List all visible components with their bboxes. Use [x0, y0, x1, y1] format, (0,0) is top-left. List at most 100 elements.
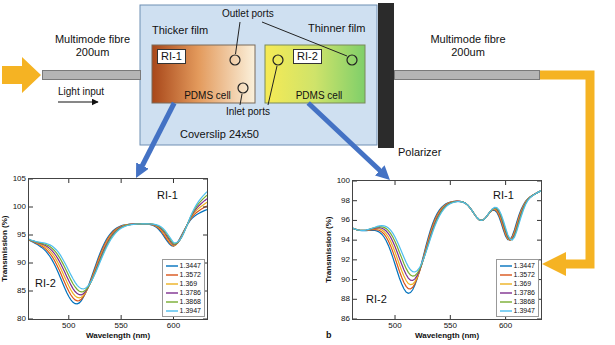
legend-line: [166, 310, 178, 311]
cell-label: PDMS cell: [265, 90, 373, 102]
tick-mark: [395, 181, 396, 185]
spectrum-curve: [29, 210, 207, 304]
ri-label: RI-1: [157, 49, 186, 64]
legend-row: 1.3947: [166, 306, 201, 315]
connector-arrow: [141, 103, 174, 168]
tick-label: 90: [17, 258, 26, 267]
fibre: Multimode fibre 200um: [394, 70, 540, 80]
legend-sample: [500, 290, 512, 296]
legend-text: 1.3447: [514, 262, 535, 269]
tick-label: 92: [341, 255, 350, 264]
panel-title: Coverslip 24x50: [180, 128, 259, 141]
tick-mark: [29, 179, 33, 180]
light-direction-arrow: [58, 101, 98, 102]
tick-label: 98: [341, 196, 350, 205]
coverslip-panel: Coverslip 24x50 Thicker filmRI-1PDMS cell…: [140, 5, 377, 145]
legend-sample: [500, 263, 512, 269]
tick-label: 100: [337, 176, 350, 185]
tick-label: 500: [375, 321, 415, 330]
polarizer-label: Polarizer: [398, 146, 441, 159]
tick-mark: [537, 240, 541, 241]
cell-label: PDMS cell: [152, 90, 263, 102]
film-label: Thicker film: [152, 24, 208, 37]
tick-mark: [450, 181, 451, 185]
chart-legend: 1.3447 1.3572 1.369 1.3786 1.3868 1.3947: [496, 259, 539, 317]
tick-label: 550: [101, 321, 141, 330]
input-label: Light input: [58, 86, 104, 98]
tick-mark: [395, 315, 396, 319]
tick-label: 88: [341, 294, 350, 303]
legend-sample: [166, 281, 178, 287]
tick-mark: [353, 240, 357, 241]
tick-mark: [173, 179, 174, 183]
tick-mark: [505, 181, 506, 185]
spectrum-curve: [29, 195, 207, 292]
legend-text: 1.3786: [514, 289, 535, 296]
curve-label: RI-2: [366, 293, 387, 306]
port-label: Outlet ports: [222, 8, 274, 20]
tick-mark: [450, 315, 451, 319]
tick-mark: [203, 207, 207, 208]
tick-label: 96: [341, 215, 350, 224]
spectrum-curve: [29, 202, 207, 298]
port-label: Inlet ports: [226, 106, 270, 118]
tick-mark: [121, 179, 122, 183]
spectrum-chart: RI-1RI-21.34471.35721.3691.37861.38681.3…: [28, 178, 208, 320]
tick-label: 100: [13, 202, 26, 211]
legend-line: [166, 292, 178, 293]
ri-label: RI-2: [293, 49, 322, 64]
legend-sample: [166, 272, 178, 278]
input-light-arrow: [2, 57, 41, 93]
tick-mark: [29, 207, 33, 208]
tick-mark: [353, 259, 357, 260]
tick-mark: [68, 179, 69, 183]
legend-row: 1.3447: [500, 261, 535, 270]
tick-label: 500: [49, 321, 89, 330]
legend-row: 1.3786: [166, 288, 201, 297]
fibre-label: Multimode fibre 200um: [43, 33, 142, 58]
axis-title: Transmission (%): [0, 194, 9, 304]
legend-row: 1.3868: [166, 297, 201, 306]
tick-mark: [29, 263, 33, 264]
legend-line: [500, 310, 512, 311]
legend-text: 1.3447: [180, 262, 201, 269]
legend-sample: [166, 290, 178, 296]
legend-text: 1.3572: [514, 271, 535, 278]
legend-text: 1.3947: [514, 307, 535, 314]
axis-title: Wavelength (nm): [28, 331, 208, 340]
tick-mark: [203, 235, 207, 236]
legend-row: 1.369: [500, 279, 535, 288]
axis-title: Transmission (%): [324, 195, 333, 305]
curve-label: RI-1: [157, 189, 178, 202]
tick-mark: [353, 200, 357, 201]
legend-line: [500, 265, 512, 266]
legend-row: 1.3572: [500, 270, 535, 279]
tick-label: 600: [486, 321, 526, 330]
legend-sample: [500, 308, 512, 314]
legend-line: [500, 301, 512, 302]
pdms-cell: Thinner filmRI-2PDMS cell: [265, 45, 373, 103]
tick-mark: [353, 319, 357, 320]
fibre: Multimode fibre 200um: [42, 70, 141, 80]
tick-label: 600: [153, 321, 193, 330]
tick-mark: [353, 279, 357, 280]
tick-label: 90: [341, 275, 350, 284]
tick-mark: [203, 179, 207, 180]
legend-sample: [166, 299, 178, 305]
tick-mark: [537, 220, 541, 221]
polarizer-bar: Polarizer: [378, 3, 394, 148]
legend-text: 1.3786: [180, 289, 201, 296]
tick-mark: [203, 319, 207, 320]
tick-label: 80: [17, 314, 26, 323]
legend-sample: [500, 272, 512, 278]
legend-line: [166, 274, 178, 275]
tick-mark: [121, 315, 122, 319]
legend-text: 1.369: [514, 280, 532, 287]
tick-mark: [353, 220, 357, 221]
tick-mark: [68, 315, 69, 319]
tick-label: 550: [430, 321, 470, 330]
tick-mark: [29, 319, 33, 320]
connector-arrow: [540, 75, 590, 264]
tick-mark: [353, 299, 357, 300]
legend-text: 1.3868: [514, 298, 535, 305]
